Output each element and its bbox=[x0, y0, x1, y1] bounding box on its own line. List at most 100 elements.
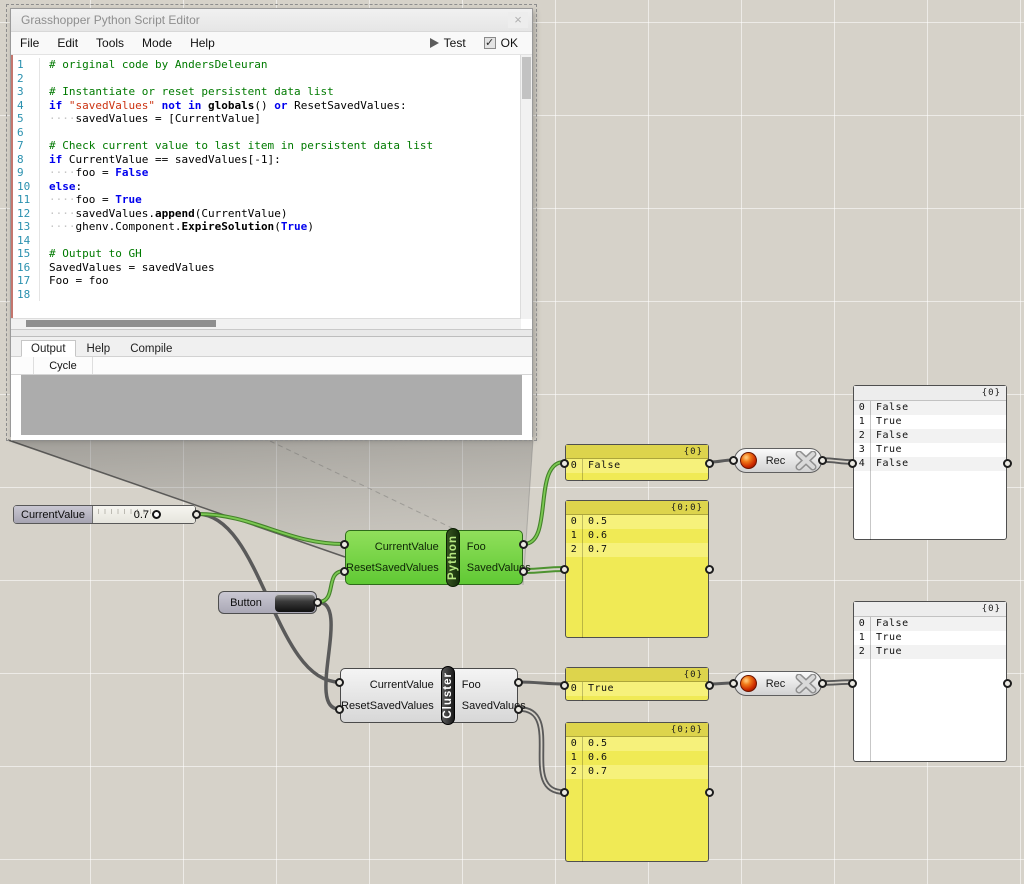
panel-input-nub[interactable] bbox=[560, 459, 569, 468]
python-output-nub-1[interactable] bbox=[519, 540, 528, 549]
slider-grip[interactable] bbox=[152, 509, 161, 519]
panel-output-nub[interactable] bbox=[705, 681, 714, 690]
wire-button-to-python[interactable] bbox=[316, 569, 346, 604]
cluster-output-nub-1[interactable] bbox=[514, 678, 523, 687]
button-output-nub[interactable] bbox=[313, 598, 322, 607]
python-script-component[interactable]: CurrentValue ResetSavedValues Python Foo… bbox=[340, 528, 531, 587]
panel-path-badge: {0} bbox=[566, 445, 708, 459]
python-input-nub-1[interactable] bbox=[340, 540, 349, 549]
panel-output-nub[interactable] bbox=[705, 565, 714, 574]
cluster-input-nub-2[interactable] bbox=[335, 705, 344, 714]
record-indicator-icon[interactable] bbox=[740, 675, 757, 692]
record-indicator-icon[interactable] bbox=[740, 452, 757, 469]
editor-titlebar[interactable]: Grasshopper Python Script Editor × bbox=[11, 9, 532, 32]
play-icon bbox=[429, 38, 439, 48]
line-number: 14 bbox=[13, 233, 40, 247]
panel-input-nub[interactable] bbox=[560, 565, 569, 574]
panel-path-badge: {0;0} bbox=[566, 501, 708, 515]
vertical-scrollbar-thumb[interactable] bbox=[522, 57, 531, 99]
line-number: 2 bbox=[13, 71, 40, 85]
ok-button[interactable]: ✓ OK bbox=[475, 36, 532, 50]
vertical-scrollbar[interactable] bbox=[520, 55, 532, 319]
menu-mode[interactable]: Mode bbox=[142, 36, 173, 50]
code-line: 3# Instantiate or reset persistent data … bbox=[13, 85, 521, 99]
menu-edit[interactable]: Edit bbox=[57, 36, 79, 50]
code-line: 18 bbox=[13, 287, 521, 301]
tab-output[interactable]: Output bbox=[21, 340, 76, 357]
close-icon[interactable]: × bbox=[508, 12, 528, 28]
recorder2-input-nub[interactable] bbox=[729, 679, 738, 688]
panel-output-nub[interactable] bbox=[1003, 459, 1012, 468]
data-recorder-2[interactable]: Rec bbox=[729, 671, 827, 696]
panel-output-nub[interactable] bbox=[705, 788, 714, 797]
line-number: 8 bbox=[13, 152, 40, 166]
line-number: 7 bbox=[13, 139, 40, 153]
button-component[interactable]: Button bbox=[218, 591, 322, 614]
line-number: 5 bbox=[13, 112, 40, 126]
wire-slider-to-python[interactable] bbox=[195, 512, 346, 546]
slider-label: CurrentValue bbox=[14, 506, 93, 523]
menu-help[interactable]: Help bbox=[190, 36, 215, 50]
menu-file[interactable]: File bbox=[20, 36, 40, 50]
cluster-component-capsule[interactable]: Cluster bbox=[440, 666, 455, 725]
cluster-component[interactable]: CurrentValue ResetSavedValues Cluster Fo… bbox=[335, 666, 526, 725]
python-script-editor-window[interactable]: Grasshopper Python Script Editor × File E… bbox=[6, 4, 537, 441]
tab-help[interactable]: Help bbox=[86, 343, 111, 355]
data-recorder-1[interactable]: Rec bbox=[729, 448, 827, 473]
clear-record-x-icon[interactable] bbox=[794, 673, 818, 694]
line-number: 1 bbox=[13, 58, 40, 72]
number-slider[interactable]: CurrentValue 0.7 bbox=[13, 505, 201, 524]
panel-input-nub[interactable] bbox=[560, 681, 569, 690]
cluster-input-nub-1[interactable] bbox=[335, 678, 344, 687]
python-output-nub-2[interactable] bbox=[519, 567, 528, 576]
panel-input-nub[interactable] bbox=[848, 459, 857, 468]
code-line: 9····foo = False bbox=[13, 166, 521, 180]
recorder1-input-nub[interactable] bbox=[729, 456, 738, 465]
panel-input-nub[interactable] bbox=[848, 679, 857, 688]
editor-menubar: File Edit Tools Mode Help Test ✓ OK bbox=[11, 32, 532, 55]
button-face[interactable] bbox=[274, 593, 315, 612]
menu-tools[interactable]: Tools bbox=[96, 36, 125, 50]
panel-splitter[interactable] bbox=[11, 330, 532, 337]
panel-input-nub[interactable] bbox=[560, 788, 569, 797]
recorder2-output-nub[interactable] bbox=[818, 679, 827, 688]
panel-output-nub[interactable] bbox=[1003, 679, 1012, 688]
panel-output-nub[interactable] bbox=[705, 459, 714, 468]
slider-track[interactable]: 0.7 bbox=[93, 506, 195, 523]
line-number: 18 bbox=[13, 287, 40, 301]
python-input-nub-2[interactable] bbox=[340, 567, 349, 576]
test-button[interactable]: Test bbox=[421, 36, 475, 50]
horizontal-scrollbar[interactable] bbox=[11, 318, 521, 329]
line-number: 11 bbox=[13, 193, 40, 207]
code-line: 15# Output to GH bbox=[13, 247, 521, 261]
line-number: 15 bbox=[13, 247, 40, 261]
code-line: 14 bbox=[13, 233, 521, 247]
slider-output-nub[interactable] bbox=[192, 510, 201, 519]
tab-compile[interactable]: Compile bbox=[130, 343, 173, 355]
horizontal-scrollbar-thumb[interactable] bbox=[26, 320, 216, 327]
cluster-output-nub-2[interactable] bbox=[514, 705, 523, 714]
clear-record-x-icon[interactable] bbox=[794, 450, 818, 471]
recorder1-output-nub[interactable] bbox=[818, 456, 827, 465]
python-component-capsule[interactable]: Python bbox=[445, 528, 460, 587]
wire-button-to-cluster[interactable] bbox=[316, 600, 341, 711]
